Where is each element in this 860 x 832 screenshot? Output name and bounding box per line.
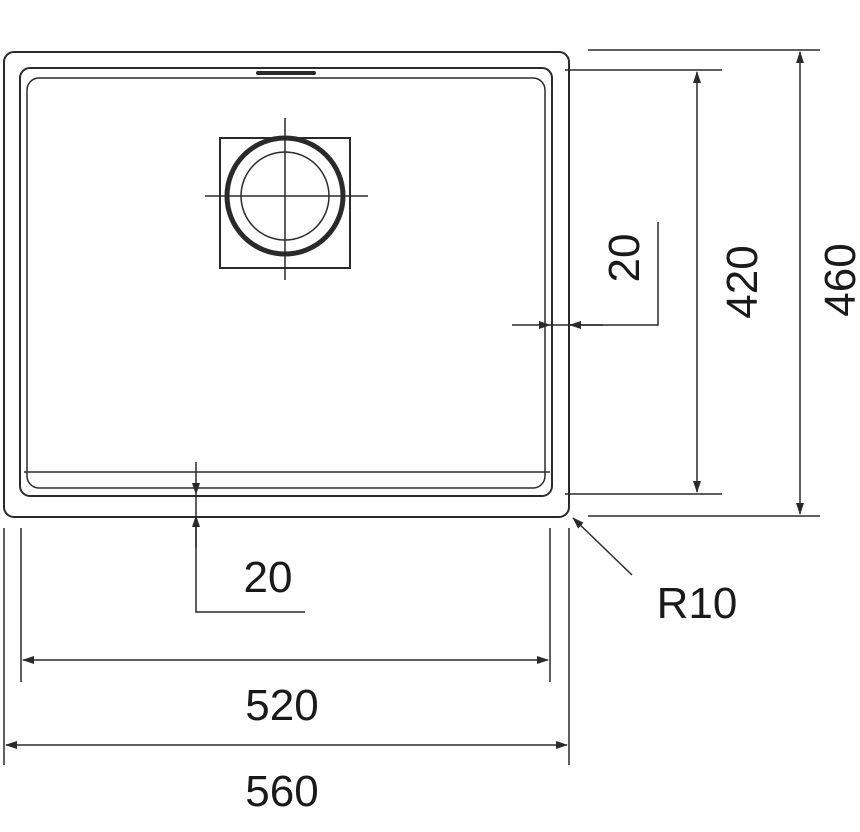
outer-height-dimension: 460 xyxy=(588,49,860,517)
corner-radius-label: R10 xyxy=(657,579,738,628)
outer-width-dimension: 560 xyxy=(3,528,570,816)
inner-height-label: 420 xyxy=(718,245,767,318)
outer-rim xyxy=(3,51,570,518)
corner-radius-callout: R10 xyxy=(572,517,738,628)
inner-rim-outer-line xyxy=(19,67,553,497)
bottom-rim-dimension: 20 xyxy=(192,462,305,613)
drain xyxy=(205,118,368,280)
inner-width-label: 520 xyxy=(245,681,318,730)
overflow-slot xyxy=(256,71,316,75)
inner-height-dimension: 420 xyxy=(565,69,767,495)
inner-width-dimension: 520 xyxy=(20,528,551,730)
inner-rim-inner-line xyxy=(26,77,546,489)
outer-height-label: 460 xyxy=(816,243,860,316)
bottom-rim-label: 20 xyxy=(244,553,293,602)
sink-outline xyxy=(3,51,570,518)
outer-width-label: 560 xyxy=(245,767,318,816)
side-rim-dimension: 20 xyxy=(512,222,659,329)
side-rim-label: 20 xyxy=(600,234,649,283)
